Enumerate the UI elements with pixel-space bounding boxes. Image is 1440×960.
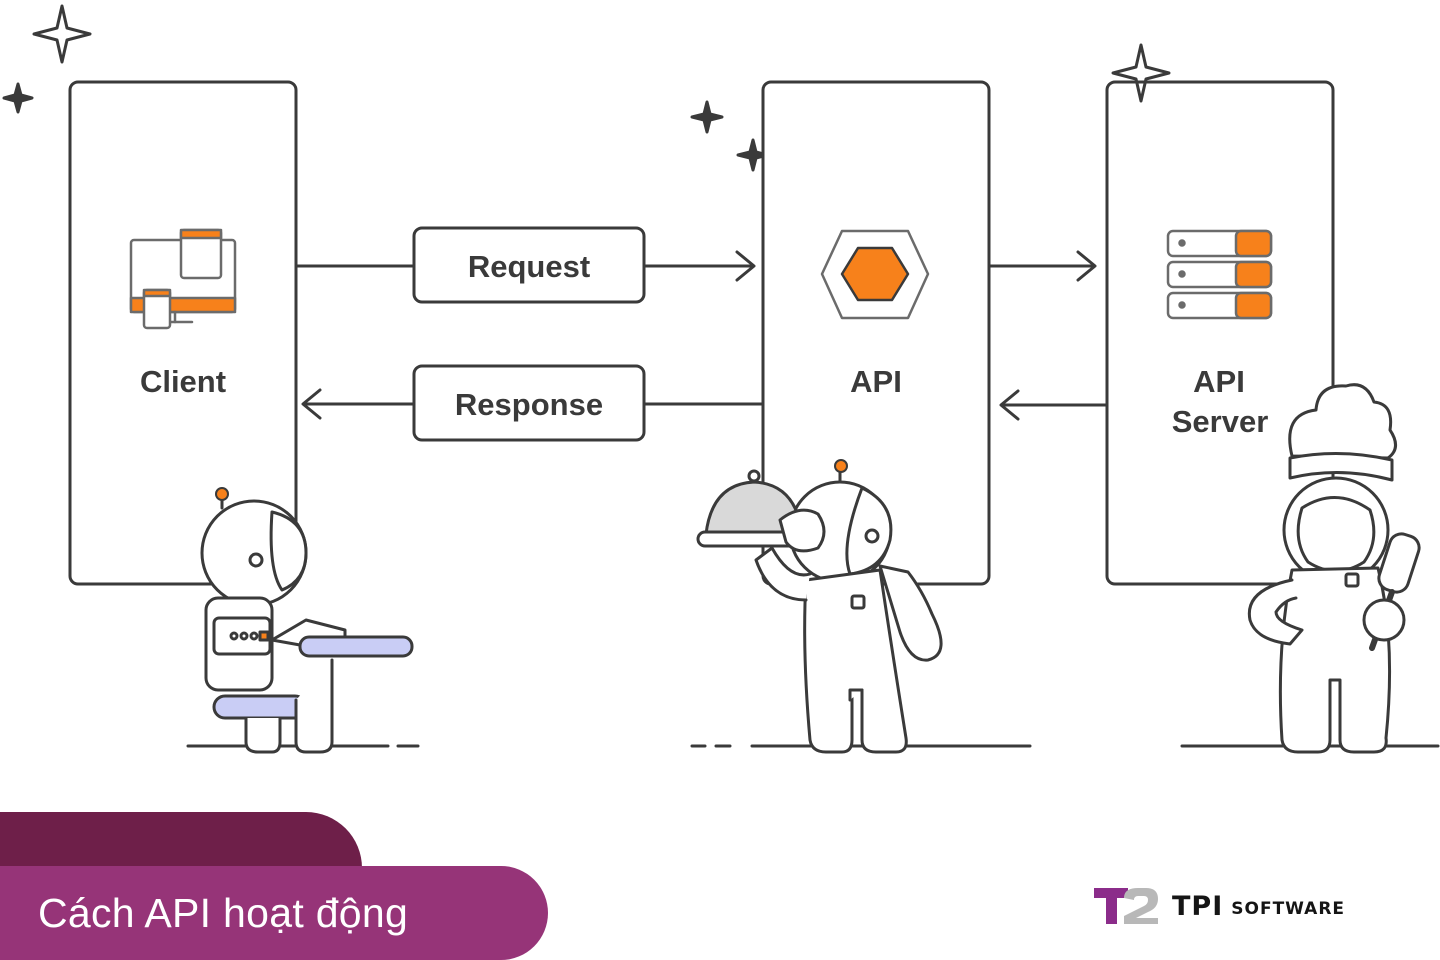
- api-server-label-line2: Server: [1172, 404, 1269, 439]
- brand-sub: SOFTWARE: [1231, 899, 1346, 919]
- sparkle-icon: [690, 100, 724, 134]
- sparkle-icon: [32, 4, 92, 64]
- waiter-astronaut: [696, 459, 943, 754]
- api-label: API: [850, 364, 902, 399]
- chef-astronaut: [1247, 383, 1421, 754]
- client-panel: [68, 80, 298, 586]
- tpi-logo-mark: [1094, 888, 1158, 924]
- arrow-right-icon: [735, 250, 756, 282]
- brand-name: TPI: [1172, 890, 1224, 922]
- brand-logo: TPI SOFTWARE: [1094, 884, 1345, 928]
- client-label: Client: [140, 364, 226, 399]
- server-stack-icon: [1166, 229, 1273, 320]
- arrow-left-icon: [999, 389, 1020, 421]
- title-banner: Cách API hoạt động: [0, 866, 548, 960]
- response-label: Response: [455, 387, 603, 422]
- request-label: Request: [468, 249, 590, 284]
- client-astronaut: [200, 487, 414, 754]
- devices-icon: [129, 228, 237, 330]
- arrow-right-icon: [1076, 250, 1097, 282]
- api-server-panel: [1105, 80, 1335, 586]
- hexagon-icon: [820, 229, 930, 320]
- api-server-label-line1: API: [1193, 364, 1245, 399]
- sparkle-icon: [1111, 43, 1171, 103]
- arrow-left-icon: [301, 388, 322, 420]
- sparkle-icon: [736, 138, 770, 172]
- sparkle-icon: [2, 82, 34, 114]
- banner-title: Cách API hoạt động: [38, 889, 409, 936]
